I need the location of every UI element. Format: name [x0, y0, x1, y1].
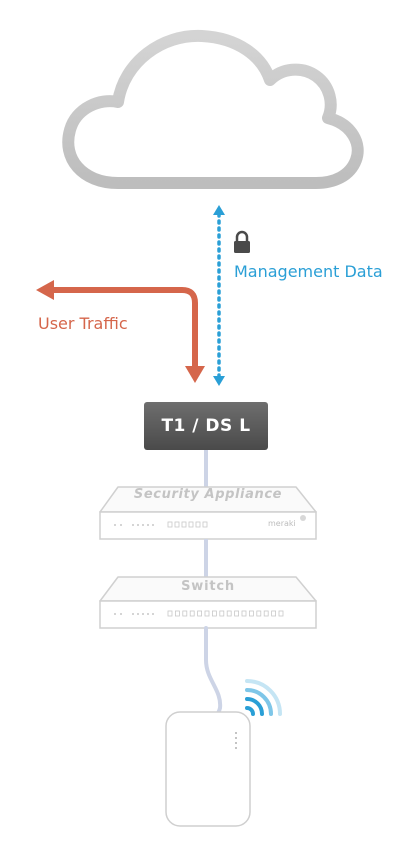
- switch-label: Switch: [181, 579, 235, 594]
- switch-port: [219, 610, 225, 617]
- network-switch: [99, 576, 317, 629]
- switch-port: [189, 610, 195, 617]
- cloud-icon: [62, 29, 364, 189]
- switch-port: [263, 610, 269, 617]
- access-point: [165, 711, 251, 827]
- lock-icon: [234, 230, 250, 253]
- switch-port: [197, 610, 203, 617]
- switch-port: [271, 610, 277, 617]
- switch-port: [204, 610, 210, 617]
- modem-label: T1 / DS L: [161, 416, 251, 436]
- security-appliance: [99, 486, 317, 540]
- appliance-ports: [114, 521, 208, 528]
- switch-port: [234, 610, 240, 617]
- switch-port: [248, 610, 254, 617]
- switch-port: [256, 610, 262, 617]
- switch-port: [241, 610, 247, 617]
- switch-port: [211, 610, 217, 617]
- switch-ports: [114, 610, 284, 617]
- user-traffic-label: User Traffic: [38, 314, 128, 333]
- security-appliance-label: Security Appliance: [133, 487, 283, 502]
- management-arrow: [213, 205, 225, 386]
- modem-box: [144, 402, 268, 450]
- switch-port: [182, 610, 188, 617]
- switch-port: [167, 610, 173, 617]
- brand-logo-icon: [300, 515, 306, 521]
- cable-switch-ap: [204, 626, 223, 724]
- switch-port: [174, 610, 180, 617]
- brand-label: meraki: [268, 519, 296, 528]
- user-traffic-arrow: [36, 280, 205, 383]
- wifi-icon: [245, 679, 282, 716]
- management-data-label: Management Data: [234, 262, 383, 281]
- switch-port: [226, 610, 232, 617]
- switch-port: [278, 610, 284, 617]
